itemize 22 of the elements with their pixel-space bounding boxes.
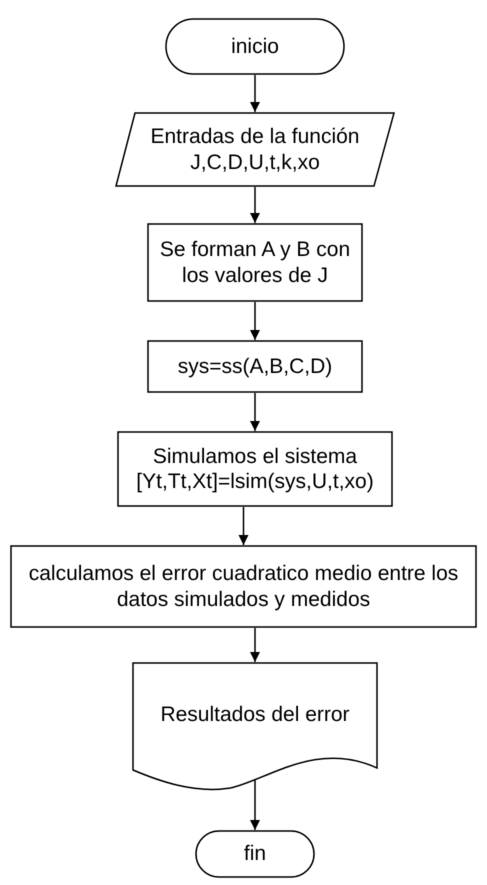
node-label: Se forman A y B con los valores de J bbox=[158, 237, 352, 288]
process-box bbox=[10, 545, 477, 628]
input-parallelogram bbox=[115, 112, 395, 187]
document-shape bbox=[132, 662, 378, 790]
arrow bbox=[250, 780, 260, 830]
node-label: sys=ss(A,B,C,D) bbox=[178, 354, 332, 380]
arrow bbox=[250, 302, 260, 340]
arrow bbox=[238, 507, 248, 545]
arrow bbox=[250, 628, 260, 662]
node-label: calculamos el error cuadratico medio entre los datos simulados y medidos bbox=[28, 561, 460, 612]
node-label: Simulamos el sistema [Yt,Tt,Xt]=lsim(sys,U,t,xo) bbox=[135, 444, 375, 494]
node-label: Entradas de la función J,C,D,U,t,k,xo bbox=[150, 124, 360, 175]
arrow bbox=[250, 187, 260, 223]
arrow bbox=[250, 75, 260, 112]
node-label: inicio bbox=[231, 34, 279, 60]
process-box bbox=[147, 223, 363, 302]
node-label: Resultados del error bbox=[160, 702, 350, 728]
process-box bbox=[147, 340, 363, 393]
process-box bbox=[117, 431, 393, 507]
arrow bbox=[250, 393, 260, 431]
end-terminal bbox=[195, 830, 315, 878]
node-label: fin bbox=[244, 841, 266, 867]
